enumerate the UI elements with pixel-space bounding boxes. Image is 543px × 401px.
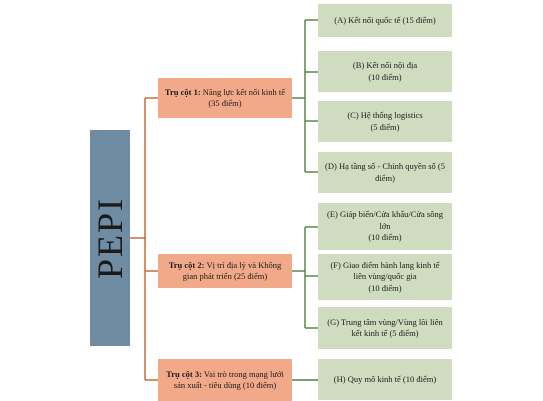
pillar-2-node: Trụ cột 2: Vị trí địa lý và Không gian p… (158, 254, 292, 288)
leaf-c-line-2: (5 điểm) (370, 121, 400, 132)
pillar-3-text: Vai trò trong mạng lưới sản xuất - tiêu … (173, 369, 284, 390)
leaf-d-node: (D) Hạ tầng số - Chính quyền số (5 điểm) (318, 152, 452, 193)
pillar-1-prefix: Trụ cột 1: (164, 87, 201, 98)
leaf-f-line-2: (10 điểm) (368, 282, 402, 293)
pillar-1-text: Năng lực kết nối kinh tế (35 điểm) (202, 87, 286, 108)
leaf-e-line-1: (E) Giáp biển/Cửa khẩu/Cửa sông lớn (327, 209, 443, 231)
leaf-b-line-1: (B) Kết nối nội địa (352, 60, 418, 71)
leaf-e-line-2: (10 điểm) (368, 232, 402, 243)
leaf-d-line-1: (D) Hạ tầng số - Chính quyền số (5 điểm) (325, 161, 445, 183)
leaf-f-node: (F) Giao điểm hành lang kinh tế liên vùn… (318, 254, 452, 300)
pillar-3-node: Trụ cột 3: Vai trò trong mạng lưới sản x… (158, 359, 292, 401)
leaf-b-line-2: (10 điểm) (368, 71, 402, 82)
leaf-a-line-1: (A) Kết nối quốc tế (15 điểm) (334, 14, 436, 25)
leaf-h-line-1: (H) Quy mô kinh tế (10 điểm) (333, 373, 437, 384)
pillar-3-prefix: Trụ cột 3: (166, 369, 202, 380)
root-label: PEPI (90, 196, 130, 280)
leaf-a-node: (A) Kết nối quốc tế (15 điểm) (318, 4, 452, 37)
pillar-1-node: Trụ cột 1: Năng lực kết nối kinh tế (35 … (158, 78, 292, 118)
leaf-e-node: (E) Giáp biển/Cửa khẩu/Cửa sông lớn(10 đ… (318, 203, 452, 250)
root-node-pepi: PEPI (90, 130, 130, 346)
leaf-g-node: (G) Trung tâm vùng/Vùng lõi liên kết kin… (318, 307, 452, 349)
leaf-g-line-1: (G) Trung tâm vùng/Vùng lõi liên kết kin… (327, 316, 443, 338)
leaf-h-node: (H) Quy mô kinh tế (10 điểm) (318, 359, 452, 400)
pillar-2-text: Vị trí địa lý và Không gian phát triển (… (182, 260, 282, 281)
leaf-b-node: (B) Kết nối nội địa(10 điểm) (318, 51, 452, 92)
pillar-2-prefix: Trụ cột 2: (168, 260, 205, 271)
leaf-c-node: (C) Hệ thống logistics(5 điểm) (318, 101, 452, 142)
leaf-f-line-1: (F) Giao điểm hành lang kinh tế liên vùn… (330, 259, 440, 282)
leaf-c-line-1: (C) Hệ thống logistics (347, 110, 423, 121)
